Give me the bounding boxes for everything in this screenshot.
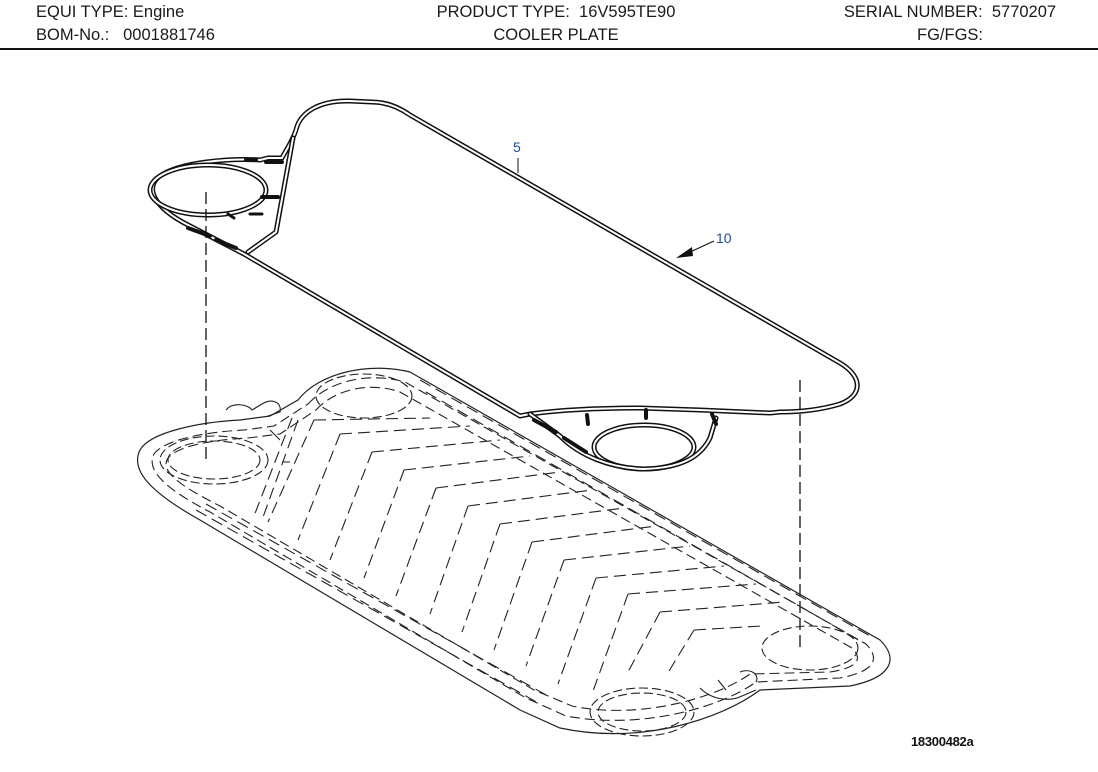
fg-label: FG/FGS: bbox=[917, 26, 983, 44]
equi-type-value: Engine bbox=[132, 3, 185, 21]
header-row-2: BOM-No.: 0001881746 COOLER PLATE FG/FGS: bbox=[0, 24, 1098, 46]
product-type-label: PRODUCT TYPE: bbox=[436, 3, 570, 21]
serial-number-value: 5770207 bbox=[991, 3, 1057, 21]
header-row-1: EQUI TYPE: Engine PRODUCT TYPE: 16V595TE… bbox=[0, 1, 1098, 23]
callout-leaders bbox=[517, 158, 715, 258]
callout-10: 10 bbox=[716, 230, 732, 246]
equi-type-label: EQUI TYPE: bbox=[36, 3, 129, 21]
drawing-title: COOLER PLATE bbox=[493, 26, 619, 44]
assembly-centerlines bbox=[205, 192, 801, 650]
header-divider bbox=[0, 48, 1098, 50]
bom-label: BOM-No.: bbox=[36, 26, 110, 44]
bom-value: 0001881746 bbox=[123, 26, 215, 44]
bom-field: BOM-No.: 0001881746 bbox=[36, 24, 215, 46]
equi-type-field: EQUI TYPE: Engine bbox=[36, 1, 184, 23]
serial-number-field: SERIAL NUMBER: 5770207 bbox=[800, 1, 1098, 23]
gasket-part-10 bbox=[147, 98, 860, 472]
cooler-plate bbox=[136, 367, 891, 737]
product-type-value: 16V595TE90 bbox=[579, 3, 676, 21]
drawing-number: 18300482a bbox=[911, 734, 974, 749]
fg-field: FG/FGS: bbox=[800, 24, 1098, 46]
document-header: EQUI TYPE: Engine PRODUCT TYPE: 16V595TE… bbox=[0, 0, 1098, 48]
product-type-field: PRODUCT TYPE: 16V595TE90 bbox=[276, 1, 836, 23]
serial-number-label: SERIAL NUMBER: bbox=[843, 3, 983, 21]
callout-5: 5 bbox=[513, 139, 521, 155]
